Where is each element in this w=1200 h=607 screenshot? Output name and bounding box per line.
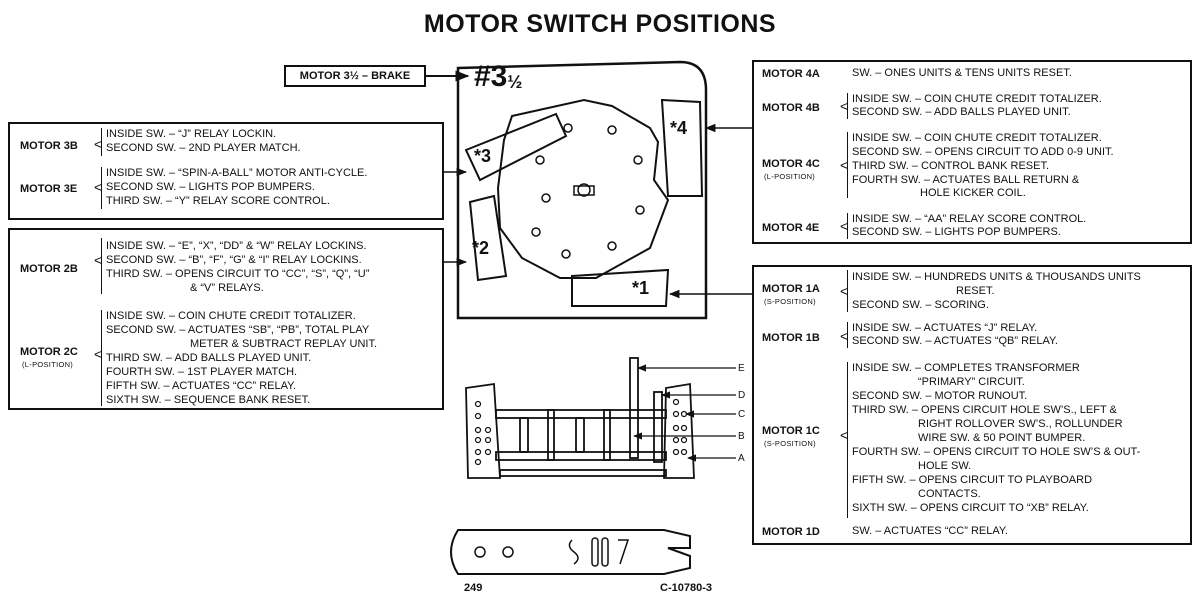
page-title: MOTOR SWITCH POSITIONS xyxy=(423,10,777,38)
letter-d: D xyxy=(738,390,746,401)
disc-number-3: *3 xyxy=(474,146,492,166)
letter-e: E xyxy=(738,363,745,374)
brake-label: MOTOR 3½ – BRAKE xyxy=(284,65,426,87)
letter-b: B xyxy=(738,431,745,442)
motor-3e-name: MOTOR 3E xyxy=(20,183,78,195)
motor-1-box xyxy=(752,265,1192,545)
letter-c: C xyxy=(738,409,746,420)
motor-4a-name: MOTOR 4A xyxy=(762,68,820,80)
disc-number-4: *4 xyxy=(670,118,688,138)
motor-2-box xyxy=(8,228,444,410)
letter-a: A xyxy=(738,453,745,464)
motor-3b-name: MOTOR 3B xyxy=(20,140,78,152)
motor-2b-name: MOTOR 2B xyxy=(20,263,78,275)
motor-3-box xyxy=(8,122,444,220)
switch-blade-4 xyxy=(660,98,704,197)
switch-blade-3 xyxy=(464,112,568,182)
motor-4b-name: MOTOR 4B xyxy=(762,102,820,114)
motor-4-box xyxy=(752,60,1192,244)
motor-2c-name: MOTOR 2C xyxy=(20,346,78,358)
motor-4c-name: MOTOR 4C xyxy=(762,158,820,170)
motor-1b-name: MOTOR 1B xyxy=(762,332,820,344)
disc-number-1: *1 xyxy=(632,278,650,298)
motor-1d-name: MOTOR 1D xyxy=(762,526,820,538)
switch-blade-1 xyxy=(571,268,670,307)
brake-number: #3½ xyxy=(474,60,523,93)
motor-1c-name: MOTOR 1C xyxy=(762,425,820,437)
switch-blade-2 xyxy=(468,194,508,282)
disc-number-2: *2 xyxy=(472,238,490,258)
page-number: 249 xyxy=(464,582,483,594)
switch-stack-side-view xyxy=(465,357,695,479)
cam-disc xyxy=(496,98,670,279)
adjusting-tool xyxy=(450,529,691,575)
motor-4e-name: MOTOR 4E xyxy=(762,222,820,234)
drawing-code: C-10780-3 xyxy=(660,582,712,594)
motor-1a-name: MOTOR 1A xyxy=(762,283,820,295)
motor-base-plate xyxy=(456,60,708,320)
